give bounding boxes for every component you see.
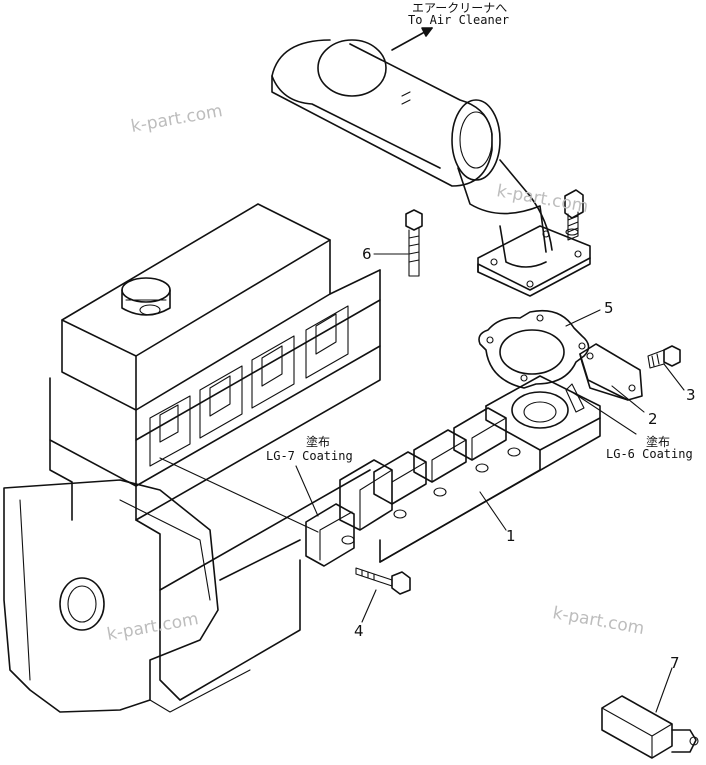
stud-bolt: [405, 209, 423, 277]
part-number-2: 2: [648, 410, 658, 428]
engine-block: [3, 203, 381, 713]
lg6-en-label: LG-6 Coating: [606, 447, 693, 461]
gasket: [478, 309, 590, 389]
watermark: k-part.com: [105, 609, 200, 645]
air-cleaner-jp-label: エアークリーナへ: [412, 1, 507, 15]
part-number-4: 4: [354, 622, 364, 640]
watermark: k-part.com: [129, 101, 224, 137]
lg7-jp-label: 塗布: [306, 434, 330, 449]
part-number-1: 1: [506, 527, 516, 545]
leader-lines: [159, 253, 685, 713]
cover-plate: [579, 343, 643, 401]
part-number-6: 6: [362, 245, 372, 263]
sensor-part: [601, 695, 699, 759]
air-cleaner-arrow: [391, 27, 433, 51]
intake-elbow-pipe: [271, 39, 591, 297]
part-number-7: 7: [670, 654, 680, 672]
part-number-3: 3: [686, 386, 696, 404]
exhaust-manifold: [305, 375, 601, 567]
watermark: k-part.com: [551, 603, 646, 639]
watermark: k-part.com: [495, 181, 590, 217]
part-number-5: 5: [604, 299, 614, 317]
lg7-en-label: LG-7 Coating: [266, 449, 353, 463]
manifold-bolt: [355, 567, 411, 595]
air-cleaner-en-label: To Air Cleaner: [408, 13, 509, 27]
lg6-jp-label: 塗布: [646, 434, 670, 449]
